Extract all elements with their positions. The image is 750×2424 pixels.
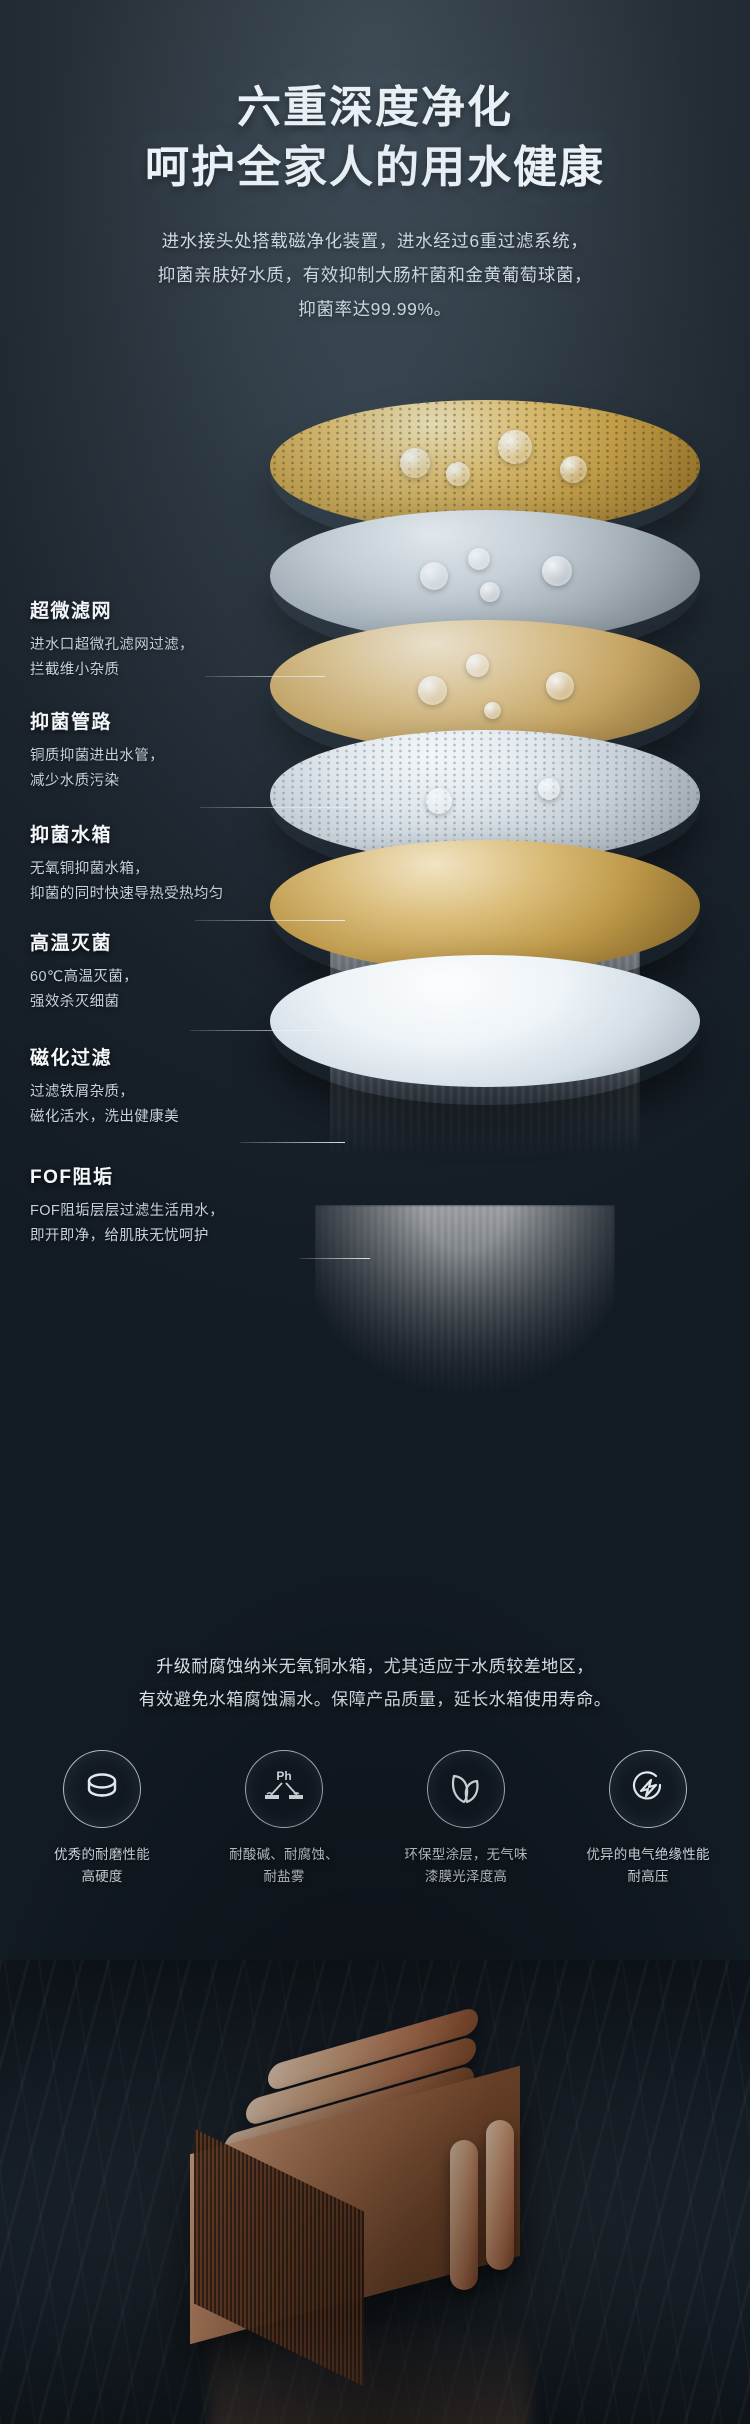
feature-desc-line-1: 无氧铜抑菌水箱，	[30, 861, 150, 877]
title-line-2: 呵护全家人的用水健康	[145, 142, 605, 192]
lightning-circle-icon	[627, 1766, 669, 1813]
microbe-bubble	[546, 672, 574, 700]
benefit-caption: 环保型涂层，无气味 漆膜光泽度高	[386, 1844, 546, 1888]
leader-line-4	[190, 1030, 335, 1031]
caption-line-1: 环保型涂层，无气味	[404, 1847, 528, 1862]
feature-desc-line-2: 磁化活水，洗出健康美	[30, 1108, 179, 1125]
feature-desc-line-1: 进水口超微孔滤网过滤，	[30, 637, 194, 653]
feature-desc-line-2: 抑菌的同时快速导热受热均匀	[30, 885, 224, 902]
microbe-bubble	[418, 676, 447, 705]
microbe-bubble	[420, 562, 448, 590]
feature-desc-line-1: FOF阻垢层层过滤生活用水，	[30, 1203, 225, 1219]
caption-line-2: 漆膜光泽度高	[424, 1868, 508, 1884]
feature-desc-line-1: 铜质抑菌进出水管，	[30, 748, 165, 764]
feature-title: 抑菌水箱	[30, 825, 113, 846]
microbe-bubble	[446, 462, 470, 486]
disc-puck-icon	[82, 1770, 122, 1809]
product-photo-section	[0, 1960, 750, 2424]
copper-heat-exchanger-image	[150, 2005, 600, 2424]
feature-desc: FOF阻垢层层过滤生活用水， 即开即净，给肌肤无忧呵护	[30, 1199, 330, 1249]
feature-label-2: 抑菌管路 铜质抑菌进出水管， 减少水质污染	[30, 707, 330, 794]
feature-label-3: 抑菌水箱 无氧铜抑菌水箱， 抑菌的同时快速导热受热均匀	[30, 820, 330, 907]
feature-desc-line-1: 过滤铁屑杂质，	[30, 1084, 135, 1100]
product-reflection	[210, 2320, 530, 2424]
microbe-bubble	[466, 654, 489, 677]
benefit-caption: 优秀的耐磨性能 高硬度	[22, 1844, 182, 1888]
feature-label-5: 磁化过滤 过滤铁屑杂质， 磁化活水，洗出健康美	[30, 1043, 330, 1130]
tank-copy-line-1: 升级耐腐蚀纳米无氧铜水箱，尤其适应于水质较差地区，	[156, 1657, 594, 1676]
feature-desc: 铜质抑菌进出水管， 减少水质污染	[30, 744, 330, 794]
microbe-bubble	[400, 448, 430, 478]
benefit-item-1: 优秀的耐磨性能 高硬度	[22, 1750, 182, 1888]
icon-ring	[609, 1750, 687, 1828]
feature-desc-line-2: 拦截维小杂质	[30, 661, 120, 678]
page-title: 六重深度净化 呵护全家人的用水健康	[0, 0, 750, 198]
icon-ring	[63, 1750, 141, 1828]
microbe-bubble	[542, 556, 572, 586]
caption-line-2: 耐盐雾	[263, 1868, 305, 1884]
feature-desc: 无氧铜抑菌水箱， 抑菌的同时快速导热受热均匀	[30, 857, 330, 907]
feature-label-1: 超微滤网 进水口超微孔滤网过滤， 拦截维小杂质	[30, 596, 330, 683]
microbe-bubble	[468, 548, 490, 570]
feature-desc-line-2: 即开即净，给肌肤无忧呵护	[30, 1227, 209, 1244]
leader-line-1	[205, 676, 325, 677]
feature-title: 高温灭菌	[30, 933, 113, 954]
benefit-caption: 优异的电气绝缘性能 耐高压	[568, 1844, 728, 1888]
microbe-bubble	[538, 778, 560, 800]
copper-tube-side	[486, 2120, 514, 2270]
microbe-bubble	[498, 430, 532, 464]
benefit-item-3: 环保型涂层，无气味 漆膜光泽度高	[386, 1750, 546, 1888]
caption-line-2: 耐高压	[627, 1868, 669, 1884]
feature-desc: 过滤铁屑杂质， 磁化活水，洗出健康美	[30, 1080, 330, 1130]
feature-label-4: 高温灭菌 60℃高温灭菌， 强效杀灭细菌	[30, 928, 330, 1015]
subtitle-line-1: 进水接头处搭载磁净化装置，进水经过6重过滤系统，	[161, 230, 589, 251]
caption-line-1: 耐酸碱、耐腐蚀、	[229, 1847, 339, 1862]
feature-desc-line-2: 减少水质污染	[30, 772, 120, 789]
title-line-1: 六重深度净化	[237, 83, 513, 132]
icon-ring	[427, 1750, 505, 1828]
disc-surface	[270, 955, 700, 1087]
feature-title: 超微滤网	[30, 601, 113, 622]
subtitle-line-2: 抑菌亲肤好水质，有效抑制大肠杆菌和金黄葡萄球菌，	[157, 264, 593, 285]
benefit-item-2: Ph 耐酸碱、耐腐蚀、 耐盐雾	[204, 1750, 364, 1888]
ph-glyph-label: Ph	[276, 1769, 291, 1783]
leaf-eco-icon	[445, 1768, 487, 1811]
tank-copy-line-2: 有效避免水箱腐蚀漏水。保障产品质量，延长水箱使用寿命。	[138, 1690, 612, 1710]
disc-surface	[270, 840, 700, 972]
feature-desc: 60℃高温灭菌， 强效杀灭细菌	[30, 965, 330, 1015]
leader-line-6	[300, 1258, 370, 1259]
ph-corrosion-icon: Ph	[261, 1767, 307, 1812]
caption-line-1: 优秀的耐磨性能	[54, 1847, 150, 1862]
leader-line-2	[200, 807, 350, 808]
feature-label-6: FOF阻垢 FOF阻垢层层过滤生活用水， 即开即净，给肌肤无忧呵护	[30, 1162, 330, 1249]
benefit-icon-row: 优秀的耐磨性能 高硬度 Ph 耐酸碱、耐腐蚀、 耐盐雾	[0, 1750, 750, 1888]
feature-title: 抑菌管路	[30, 712, 113, 733]
feature-title: 磁化过滤	[30, 1048, 113, 1069]
benefit-caption: 耐酸碱、耐腐蚀、 耐盐雾	[204, 1844, 364, 1888]
leader-line-5	[240, 1142, 345, 1143]
water-fall-graphic-lower	[315, 1205, 615, 1435]
caption-line-2: 高硬度	[81, 1868, 123, 1884]
microbe-bubble	[560, 456, 587, 483]
microbe-bubble	[480, 582, 500, 602]
feature-desc-line-1: 60℃高温灭菌，	[30, 969, 139, 985]
microbe-bubble	[426, 788, 452, 814]
feature-title: FOF阻垢	[30, 1167, 114, 1188]
leader-line-3	[195, 920, 345, 921]
caption-line-1: 优异的电气绝缘性能	[586, 1847, 710, 1862]
microbe-bubble	[484, 702, 501, 719]
copper-tube-side	[450, 2140, 478, 2290]
benefit-item-4: 优异的电气绝缘性能 耐高压	[568, 1750, 728, 1888]
tank-description: 升级耐腐蚀纳米无氧铜水箱，尤其适应于水质较差地区， 有效避免水箱腐蚀漏水。保障产…	[0, 1650, 750, 1716]
feature-desc-line-2: 强效杀灭细菌	[30, 993, 120, 1010]
icon-ring: Ph	[245, 1750, 323, 1828]
